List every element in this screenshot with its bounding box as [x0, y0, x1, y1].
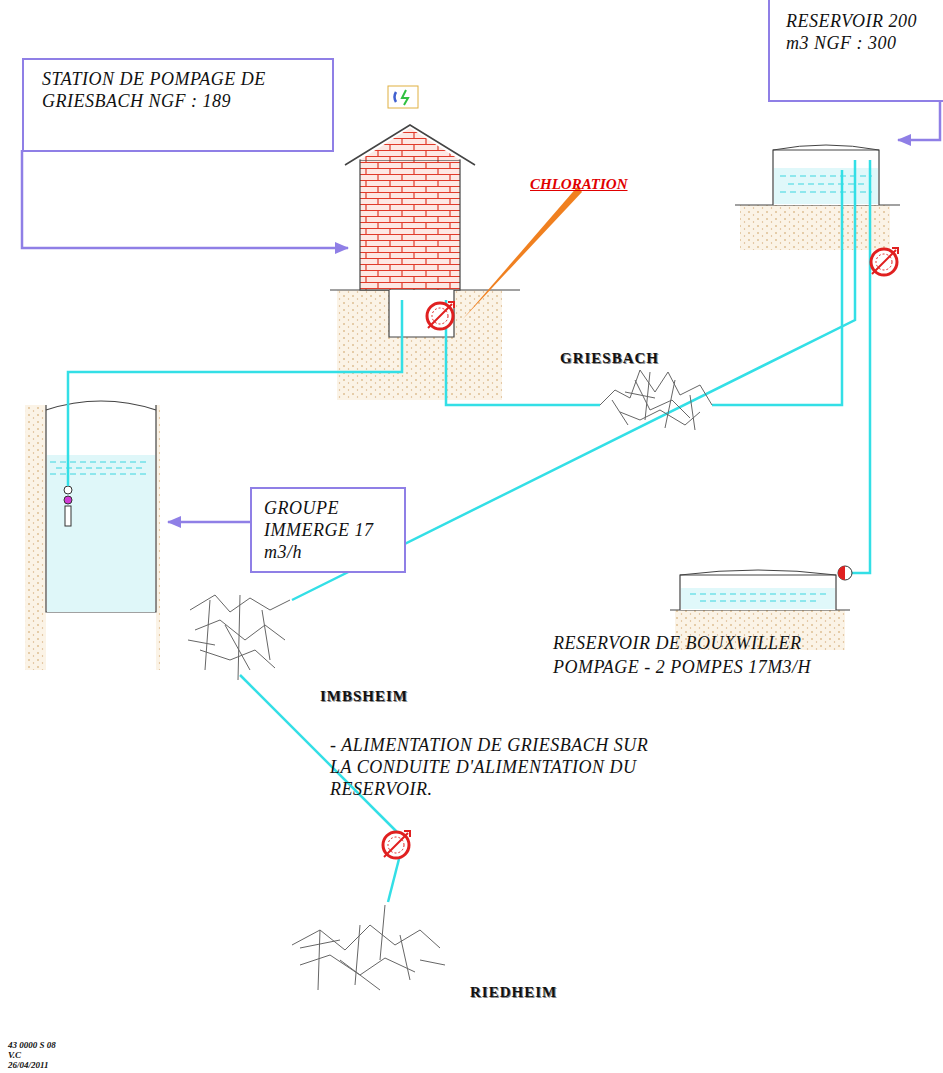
place-name: IMBSHEIM	[320, 688, 408, 705]
box-text: STATION DE POMPAGE DE GRIESBACH NGF : 18…	[42, 68, 272, 112]
callout-box: GROUPE IMMERGE 17 m3/h	[250, 487, 406, 573]
box-text: RESERVOIR 200 m3 NGF : 300	[786, 10, 926, 54]
note-text: - ALIMENTATION DE GRIESBACH SUR LA CONDU…	[330, 734, 650, 800]
place-name: RIEDHEIM	[470, 984, 557, 1001]
drawing-ref: 43 0000 S 08	[8, 1040, 56, 1050]
callout-box: RESERVOIR 200 m3 NGF : 300	[768, 0, 943, 102]
place-name: GRIESBACH	[560, 350, 659, 367]
callout-box: STATION DE POMPAGE DE GRIESBACH NGF : 18…	[22, 58, 334, 152]
chloration-label: CHLORATION	[530, 176, 628, 193]
drawing-date: 26/04/2011	[8, 1060, 49, 1070]
box-text: GROUPE IMMERGE 17 m3/h	[264, 497, 392, 563]
reservoir-label: RESERVOIR DE BOUXWILLER	[553, 632, 802, 654]
author-initials: V.C	[8, 1050, 21, 1060]
pump-label: POMPAGE - 2 POMPES 17M3/H	[553, 656, 811, 678]
